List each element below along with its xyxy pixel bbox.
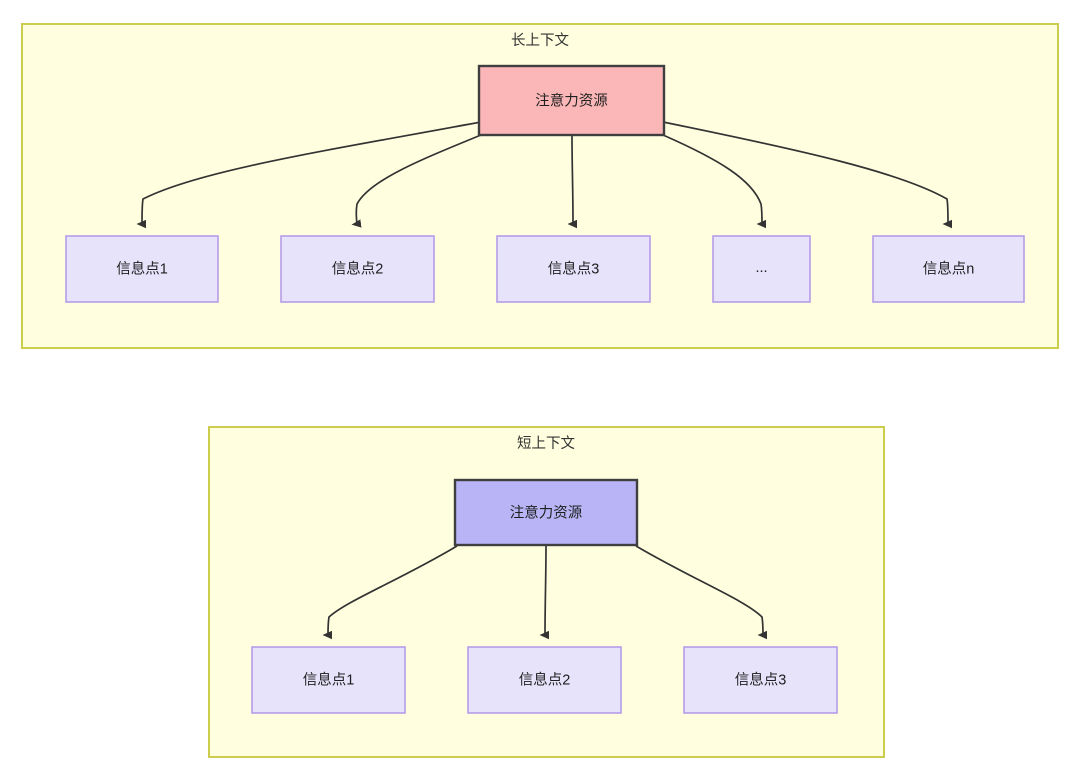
edge-root-to-short-info-point-3 <box>635 545 768 640</box>
node-rect-short-info-point-2[interactable] <box>467 646 622 714</box>
edge-root-to-info-point-ellipsis <box>662 134 767 229</box>
node-rect-info-point-ellipsis[interactable] <box>712 235 811 303</box>
node-rect-short-info-point-1[interactable] <box>251 646 406 714</box>
node-label-short-info-point-1: 信息点1 <box>303 671 355 688</box>
node-info-point-ellipsis[interactable]: ... <box>712 235 811 303</box>
node-label-attention-resource-short: 注意力资源 <box>510 503 583 521</box>
node-info-point-n[interactable]: 信息点n <box>872 235 1025 303</box>
node-rect-info-point-1[interactable] <box>65 235 219 303</box>
node-label-info-point-1: 信息点1 <box>116 260 168 277</box>
node-rect-attention-resource-long[interactable] <box>477 64 666 137</box>
node-info-point-2[interactable]: 信息点2 <box>280 235 435 303</box>
edge-group-short-context <box>322 545 768 640</box>
group-title-short-context: 短上下文 <box>517 435 575 452</box>
node-attention-resource-short[interactable]: 注意力资源 <box>453 478 639 547</box>
group-long-context: 长上下文 注意力资源 信息点1 信息点2 <box>21 23 1059 349</box>
node-label-info-point-3: 信息点3 <box>548 260 600 277</box>
edge-root-to-info-point-n <box>662 121 953 229</box>
node-short-info-point-2[interactable]: 信息点2 <box>467 646 622 714</box>
node-rect-short-info-point-3[interactable] <box>683 646 838 714</box>
node-short-info-point-3[interactable]: 信息点3 <box>683 646 838 714</box>
edge-root-to-info-point-2 <box>351 134 482 228</box>
node-rect-info-point-3[interactable] <box>496 235 651 303</box>
node-info-point-3[interactable]: 信息点3 <box>496 235 651 303</box>
node-label-info-point-ellipsis: ... <box>755 260 767 276</box>
node-rect-attention-resource-short[interactable] <box>453 478 639 547</box>
edge-root-to-info-point-1 <box>136 121 482 229</box>
node-label-short-info-point-3: 信息点3 <box>735 671 787 688</box>
node-label-attention-resource-long: 注意力资源 <box>535 91 608 109</box>
group-title-long-context: 长上下文 <box>511 32 569 49</box>
node-info-point-1[interactable]: 信息点1 <box>65 235 219 303</box>
node-rect-info-point-2[interactable] <box>280 235 435 303</box>
node-label-info-point-n: 信息点n <box>923 260 975 277</box>
edge-root-to-info-point-3 <box>567 135 578 229</box>
node-short-info-point-1[interactable]: 信息点1 <box>251 646 406 714</box>
node-attention-resource-long[interactable]: 注意力资源 <box>477 64 666 137</box>
node-rect-info-point-n[interactable] <box>872 235 1025 303</box>
node-label-short-info-point-2: 信息点2 <box>519 671 571 688</box>
edge-group-long-context <box>136 121 953 229</box>
edge-root-to-short-info-point-2 <box>539 545 550 640</box>
edge-root-to-short-info-point-1 <box>322 545 458 640</box>
group-short-context: 短上下文 注意力资源 信息点1 信息点2 信息点3 <box>208 426 885 758</box>
node-label-info-point-2: 信息点2 <box>332 260 384 277</box>
